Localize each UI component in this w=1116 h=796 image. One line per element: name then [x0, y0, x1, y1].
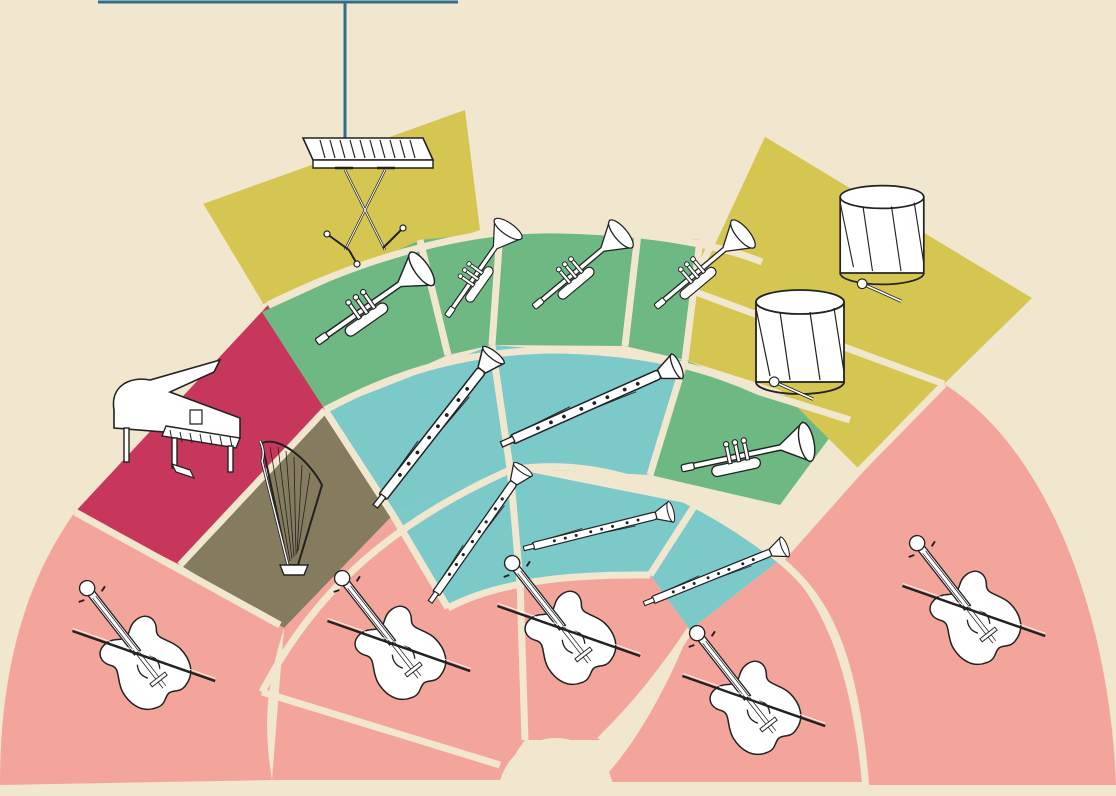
- drum-icon: [756, 290, 844, 394]
- pointer-line: [98, 2, 458, 138]
- drum-icon: [840, 186, 924, 285]
